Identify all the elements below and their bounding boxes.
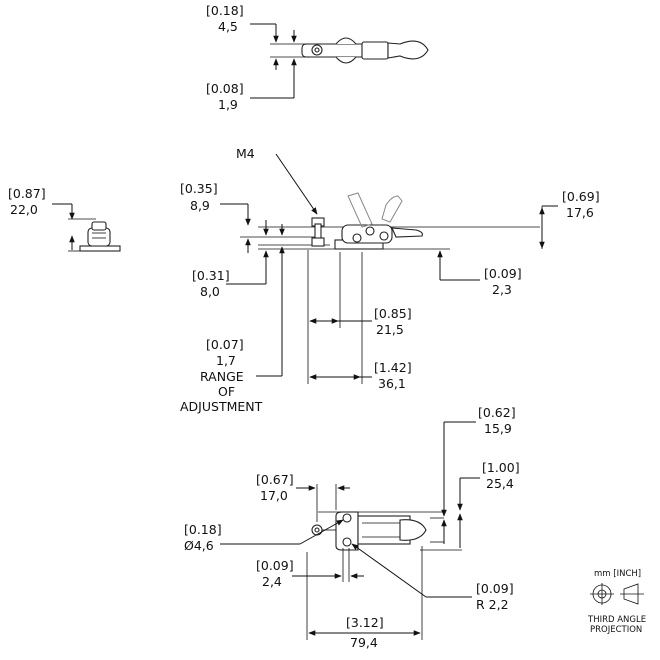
side-view-clamp	[311, 192, 423, 250]
flange-width-dim: [0.09] 2,4	[256, 558, 294, 589]
projection-line-1: THIRD ANGLE	[587, 615, 646, 625]
projection-symbol-icon	[590, 583, 644, 605]
end-view-clamp	[79, 221, 121, 252]
top-view-clamp	[301, 37, 429, 64]
plan-view-clamp	[311, 511, 427, 551]
adjustment-mm: 1,7	[216, 353, 236, 368]
top-view: [0.18] 4,5 [0.08] 1,9	[206, 3, 429, 112]
overall-height-inch: [0.69]	[562, 189, 600, 204]
top-height-mm: 1,9	[218, 97, 238, 112]
overall-length-inch: [3.12]	[346, 615, 384, 630]
end-height-inch: [0.87]	[8, 186, 46, 201]
overall-length-dim: [3.12] 79,4	[346, 615, 384, 650]
overall-height-mm: 17,6	[566, 205, 594, 220]
spindle-to-rear-dim: [1.42] 36,1	[374, 360, 412, 391]
end-height-dim: [0.87] 22,0	[8, 186, 46, 217]
spindle-to-rear-inch: [1.42]	[374, 360, 412, 375]
adjustment-inch: [0.07]	[206, 337, 244, 352]
lever-offset-mm: 2,3	[492, 282, 512, 297]
mount-height-dim: [0.35] 8,9	[180, 181, 218, 213]
spindle-to-pivot-mm: 21,5	[376, 322, 404, 337]
base-width-mm: 25,4	[486, 476, 514, 491]
third-angle-projection-block: mm [INCH] THIRD ANGLE PROJECTION	[587, 569, 646, 635]
adjustment-dim: [0.07] 1,7	[206, 337, 244, 368]
overall-length-mm: 79,4	[350, 635, 378, 650]
base-thickness-dim: [0.31] 8,0	[192, 268, 230, 299]
base-thickness-mm: 8,0	[200, 284, 220, 299]
hole-diameter-inch: [0.18]	[184, 522, 222, 537]
lever-offset-dim: [0.09] 2,3	[484, 266, 522, 297]
spindle-to-rear-mm: 36,1	[378, 376, 406, 391]
end-height-mm: 22,0	[10, 202, 38, 217]
hole-spacing-mm: 15,9	[484, 421, 512, 436]
spindle-offset-inch: [0.67]	[256, 472, 294, 487]
plan-view: [0.62] 15,9 [1.00] 25,4 [0.67] 17,0 [0.1…	[184, 405, 520, 650]
projection-line-2: PROJECTION	[590, 625, 642, 635]
mount-height-mm: 8,9	[190, 198, 210, 213]
flange-width-inch: [0.09]	[256, 558, 294, 573]
hole-diameter-dim: [0.18] Ø4,6	[184, 522, 222, 553]
side-view: M4 [0.35] 8,9 [0.31] 8,0 [0.07] 1,7 RANG…	[180, 146, 600, 414]
hole-diameter-mm: Ø4,6	[184, 538, 214, 553]
top-width-mm: 4,5	[218, 19, 238, 34]
flange-width-mm: 2,4	[262, 574, 282, 589]
spindle-offset-dim: [0.67] 17,0	[256, 472, 294, 503]
base-width-inch: [1.00]	[482, 460, 520, 475]
top-height-inch: [0.08]	[206, 81, 244, 96]
corner-radius-inch: [0.09]	[476, 581, 514, 596]
lever-offset-inch: [0.09]	[484, 266, 522, 281]
overall-height-dim: [0.69] 17,6	[562, 189, 600, 220]
thread-label: M4	[236, 146, 255, 161]
range-line-1: RANGE	[200, 369, 244, 384]
top-height-dim: [0.08] 1,9	[206, 81, 244, 112]
corner-radius-mm: R 2,2	[476, 597, 509, 612]
range-line-3: ADJUSTMENT	[180, 399, 263, 414]
base-width-dim: [1.00] 25,4	[482, 460, 520, 491]
hole-spacing-inch: [0.62]	[478, 405, 516, 420]
base-thickness-inch: [0.31]	[192, 268, 230, 283]
spindle-offset-mm: 17,0	[260, 488, 288, 503]
range-line-2: OF	[218, 384, 235, 399]
range-of-adjustment-label: RANGE OF ADJUSTMENT	[180, 369, 263, 414]
hole-spacing-dim: [0.62] 15,9	[478, 405, 516, 436]
units-label: mm [INCH]	[594, 569, 641, 579]
mount-height-inch: [0.35]	[180, 181, 218, 196]
spindle-to-pivot-inch: [0.85]	[374, 306, 412, 321]
spindle-to-pivot-dim: [0.85] 21,5	[374, 306, 412, 337]
end-view: [0.87] 22,0	[8, 186, 121, 252]
corner-radius-dim: [0.09] R 2,2	[476, 581, 514, 612]
top-width-dim: [0.18] 4,5	[206, 3, 244, 34]
top-width-inch: [0.18]	[206, 3, 244, 18]
